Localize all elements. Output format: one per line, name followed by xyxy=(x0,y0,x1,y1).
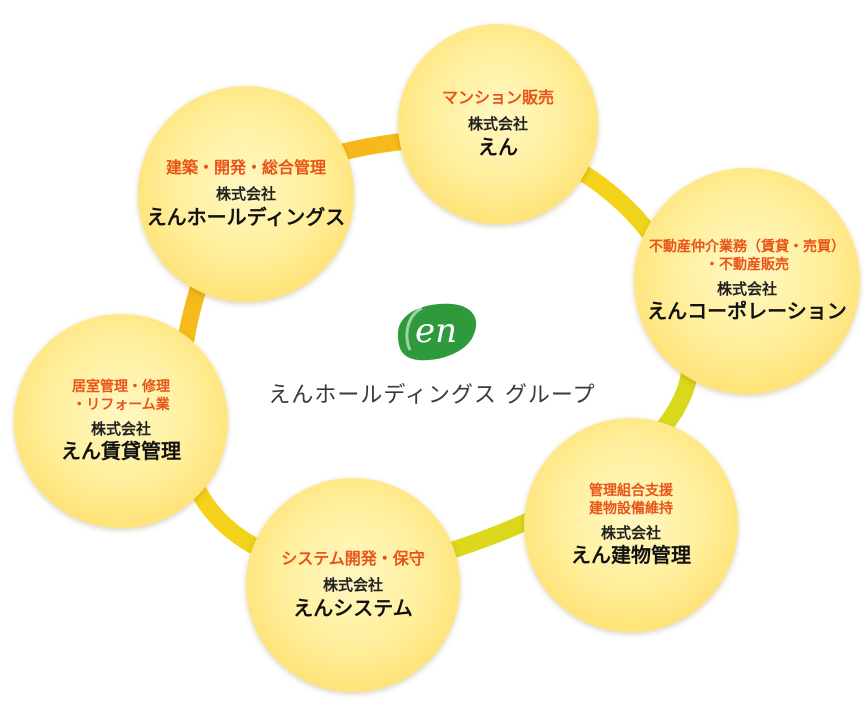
company-name: えんシステム xyxy=(293,595,413,620)
en-logo-icon: en xyxy=(398,303,477,361)
company-name: えんホールディングス xyxy=(146,204,346,229)
company-prefix: 株式会社 xyxy=(600,523,661,542)
service-label: マンション販売 xyxy=(441,88,554,108)
service-label-line2: 建物設備維持 xyxy=(589,500,673,517)
company-node-corporation[interactable]: 不動産仲介業務（賃貸・売買） ・不動産販売 株式会社 えんコーポレーション xyxy=(634,168,860,394)
company-node-building-management[interactable]: 管理組合支援 建物設備維持 株式会社 えん建物管理 xyxy=(524,418,738,632)
company-prefix: 株式会社 xyxy=(215,185,276,204)
company-name: えん賃貸管理 xyxy=(61,439,181,464)
company-node-holdings[interactable]: 建築・開発・総合管理 株式会社 えんホールディングス xyxy=(138,86,354,302)
company-node-system[interactable]: システム開発・保守 株式会社 えんシステム xyxy=(246,478,460,692)
company-prefix: 株式会社 xyxy=(90,419,151,438)
group-name: えんホールディングス グループ xyxy=(268,383,596,408)
logo-text: en xyxy=(415,311,457,351)
company-name: えん xyxy=(478,134,518,159)
company-name: えんコーポレーション xyxy=(647,299,847,324)
company-prefix: 株式会社 xyxy=(467,115,528,134)
company-node-rental-management[interactable]: 居室管理・修理 ・リフォーム業 株式会社 えん賃貸管理 xyxy=(14,314,228,528)
service-label-line2: ・不動産販売 xyxy=(705,256,789,273)
company-node-en[interactable]: マンション販売 株式会社 えん xyxy=(398,24,598,224)
company-name: えん建物管理 xyxy=(571,543,691,568)
service-label: 居室管理・修理 xyxy=(72,378,170,395)
service-label-line2: ・リフォーム業 xyxy=(72,396,170,413)
company-prefix: 株式会社 xyxy=(322,576,383,595)
service-label: 建築・開発・総合管理 xyxy=(165,158,326,178)
service-label: 不動産仲介業務（賃貸・売買） xyxy=(649,238,845,255)
service-label: システム開発・保守 xyxy=(281,549,425,569)
service-label: 管理組合支援 xyxy=(589,482,673,499)
company-prefix: 株式会社 xyxy=(716,279,777,298)
